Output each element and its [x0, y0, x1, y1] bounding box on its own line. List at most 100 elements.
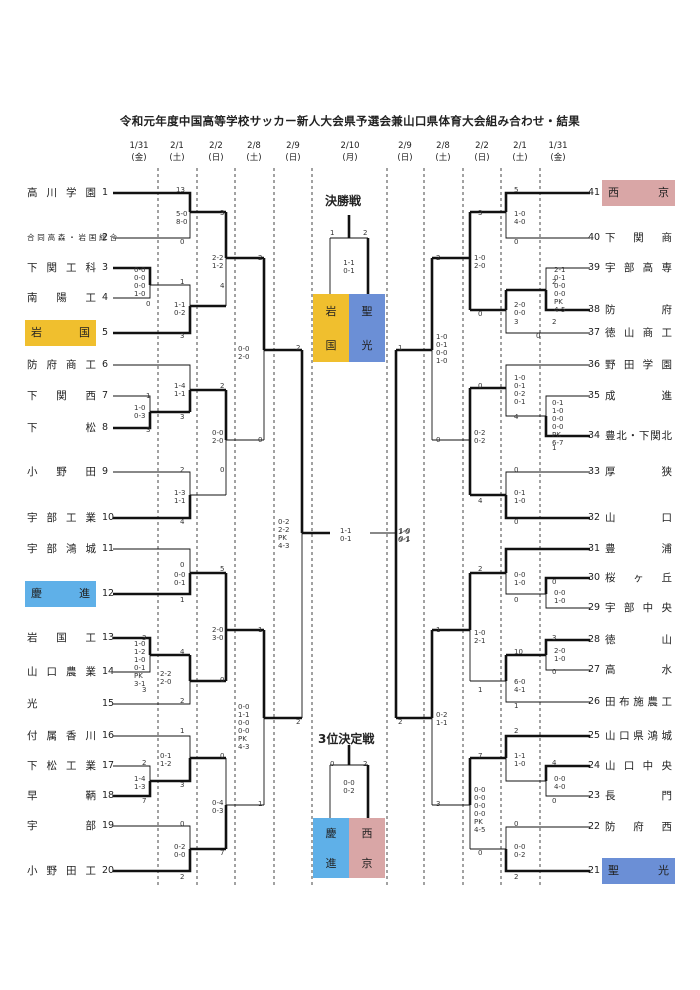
score-label: 2-0 1-0: [554, 647, 566, 663]
score-label: 4: [180, 648, 185, 656]
right-seed-24: 24: [588, 760, 601, 771]
date-right-3: 2/1(土): [512, 141, 528, 163]
score-label: 0-1 1-2: [160, 752, 172, 768]
right-seed-35: 35: [588, 390, 601, 401]
right-seed-28: 28: [588, 634, 601, 645]
score-label: 1: [258, 626, 263, 634]
score-label: 2: [258, 254, 263, 262]
score-label: 2: [514, 727, 519, 735]
bracket-line: [504, 191, 590, 212]
left-seed-16: 16: [102, 730, 115, 741]
final-score: 1-1 0-1: [343, 259, 355, 275]
score-label: 0: [220, 676, 225, 684]
score-label: 3: [552, 634, 557, 642]
bracket-line: [113, 655, 151, 673]
score-label: 1-4 1-3: [134, 775, 146, 791]
score-label: 1: [180, 596, 185, 604]
date-left-1: 2/1(土): [169, 141, 185, 163]
score-label: 2: [398, 718, 403, 726]
score-label: 5: [220, 565, 225, 573]
score-label: 1: [436, 626, 441, 634]
score-label: 1-0 0-1 0-2 0-1: [514, 374, 526, 406]
left-seed-11: 11: [102, 543, 115, 554]
third-left-team-box: 慶進: [313, 818, 349, 878]
box-team-char: 岩: [325, 305, 337, 318]
score-label: 0-0 1-0: [514, 571, 526, 587]
bracket-line: [505, 573, 546, 595]
left-seed-19: 19: [102, 820, 115, 831]
left-team-15: 光: [27, 698, 38, 710]
score-label: 0: [514, 466, 519, 474]
score-label: 1-3 1-1: [174, 489, 186, 505]
bracket-line: [545, 395, 590, 416]
semi-right-score: 1-0 0-1: [399, 527, 411, 543]
score-label: 0: [552, 578, 557, 586]
box-team-char: 進: [325, 857, 337, 870]
bracket-line: [545, 267, 590, 290]
third-left-goals: 0: [330, 760, 335, 768]
right-seed-38: 38: [588, 304, 601, 315]
left-seed-1: 1: [102, 187, 109, 198]
score-label: 2: [180, 466, 185, 474]
bracket-line: [505, 212, 590, 239]
box-team-char: 慶: [325, 827, 337, 840]
right-seed-32: 32: [588, 512, 601, 523]
date-center: 2/10(月): [340, 141, 360, 163]
score-label: 2-2 1-2: [212, 254, 224, 270]
final-label: 決勝戦: [325, 194, 362, 208]
right-team-41-highlight: 西京: [602, 180, 675, 206]
bracket-line: [505, 681, 590, 703]
left-team-4: 南陽工: [27, 292, 96, 304]
bracket-line: [505, 310, 590, 334]
date-right-0: 2/9(日): [397, 141, 413, 163]
left-team-11: 宇部鴻城: [27, 543, 96, 555]
score-label: 0: [478, 310, 483, 318]
score-label: 0-2 2-2 PK 4-3: [278, 518, 290, 550]
bracket-line: [504, 495, 590, 520]
score-label: 1: [552, 444, 557, 452]
score-label: 3: [436, 800, 441, 808]
bracket-line: [150, 758, 192, 783]
bracket-line: [113, 825, 191, 849]
score-label: 3: [180, 413, 185, 421]
score-label: 1-0 2-1: [474, 629, 486, 645]
left-seed-7: 7: [102, 390, 109, 401]
score-label: 0: [220, 466, 225, 474]
right-seed-26: 26: [588, 696, 601, 707]
score-label: 10: [514, 648, 523, 656]
right-team-35: 成進: [605, 390, 672, 402]
score-label: 2: [180, 697, 185, 705]
right-team-27: 高水: [605, 664, 672, 676]
box-team-char: 西: [361, 827, 373, 840]
score-label: 1: [180, 278, 185, 286]
bracket-line: [545, 655, 590, 671]
left-seed-15: 15: [102, 698, 115, 709]
right-team-30: 桜ヶ丘: [605, 572, 672, 584]
right-team-31: 豊浦: [605, 543, 672, 555]
score-label: 3: [142, 686, 147, 694]
right-team-29: 宇部中央: [605, 602, 672, 614]
left-seed-9: 9: [102, 466, 109, 477]
bracket-line: [113, 495, 192, 520]
score-label: 0: [220, 752, 225, 760]
score-label: 0-0 0-0 0-0 1-0: [134, 266, 146, 298]
score-label: 1-0 0-3: [134, 404, 146, 420]
bracket-line: [113, 471, 191, 495]
left-team-18: 早鞆: [27, 790, 96, 802]
score-label: 1: [478, 686, 483, 694]
left-seed-12: 12: [102, 588, 115, 599]
left-seed-20: 20: [102, 865, 115, 876]
bracket-line: [113, 781, 152, 798]
score-label: 2: [142, 759, 147, 767]
bracket-line: [544, 290, 590, 312]
score-label: 0-1 1-0 0-0 0-0 PK 6-7: [552, 399, 564, 447]
score-label: 2-1 0-1 0-0 0-0 PK 4-5: [554, 266, 566, 314]
right-team-22: 防府西: [605, 821, 672, 833]
semi-left-score: 1-1 0-1: [340, 527, 352, 543]
left-team-16: 付属香川: [27, 730, 96, 742]
third-score: 0-0 0-2: [343, 779, 355, 795]
score-label: 1: [514, 702, 519, 710]
left-seed-3: 3: [102, 262, 109, 273]
score-label: 1-0 4-0: [514, 210, 526, 226]
